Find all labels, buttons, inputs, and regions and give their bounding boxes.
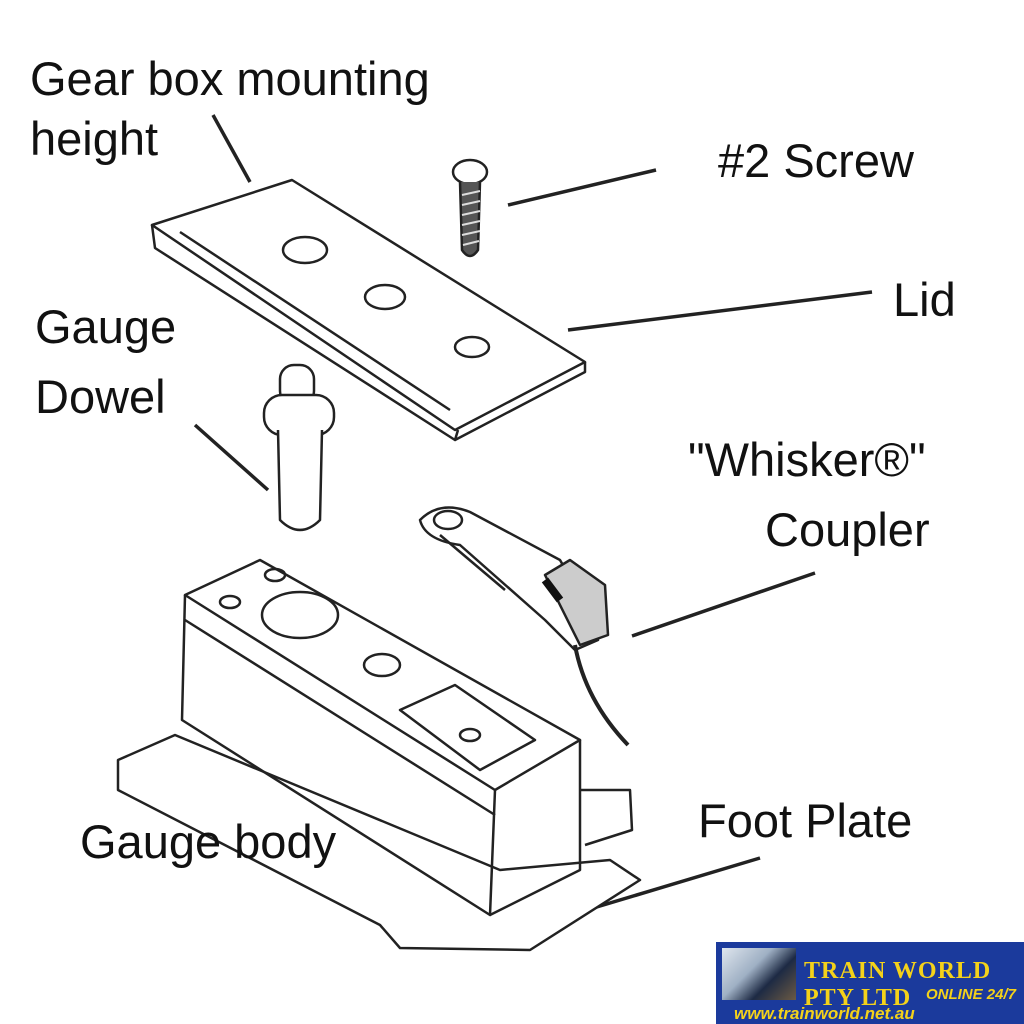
label-gauge-body: Gauge body: [80, 815, 337, 868]
label-foot-plate: Foot Plate: [698, 794, 913, 847]
leader-lines: [193, 114, 873, 914]
label-dowel-line2: Dowel: [35, 370, 166, 423]
label-screw: #2 Screw: [718, 134, 914, 187]
coupler-part: [418, 506, 630, 747]
leader-lid: [567, 290, 873, 332]
screw-part: [451, 158, 489, 258]
leader-dowel: [193, 423, 270, 492]
dowel-part: [262, 363, 336, 532]
label-coupler-line1: "Whisker®": [688, 433, 926, 486]
train-photo: [722, 948, 796, 1000]
label-dowel-line1: Gauge: [35, 300, 177, 353]
logo-name: TRAIN WORLD PTY LTD: [804, 958, 992, 1011]
leader-gearbox: [211, 114, 252, 183]
logo-tagline: ONLINE 24/7: [925, 986, 1016, 1003]
leader-screw: [507, 168, 657, 207]
leader-foot-plate: [579, 856, 761, 914]
label-gearbox-line1: Gear box mounting: [30, 52, 430, 105]
label-lid: Lid: [893, 273, 956, 326]
label-coupler-line2: Coupler: [765, 503, 930, 556]
gauge-body-part: [116, 558, 642, 952]
leader-coupler: [631, 571, 816, 638]
lid-part: [150, 178, 587, 442]
logo-url: www.trainworld.net.au: [734, 1004, 915, 1023]
label-gearbox-line2: height: [30, 112, 159, 165]
trainworld-logo: TRAIN WORLD PTY LTD ONLINE 24/7 www.trai…: [716, 942, 1024, 1024]
